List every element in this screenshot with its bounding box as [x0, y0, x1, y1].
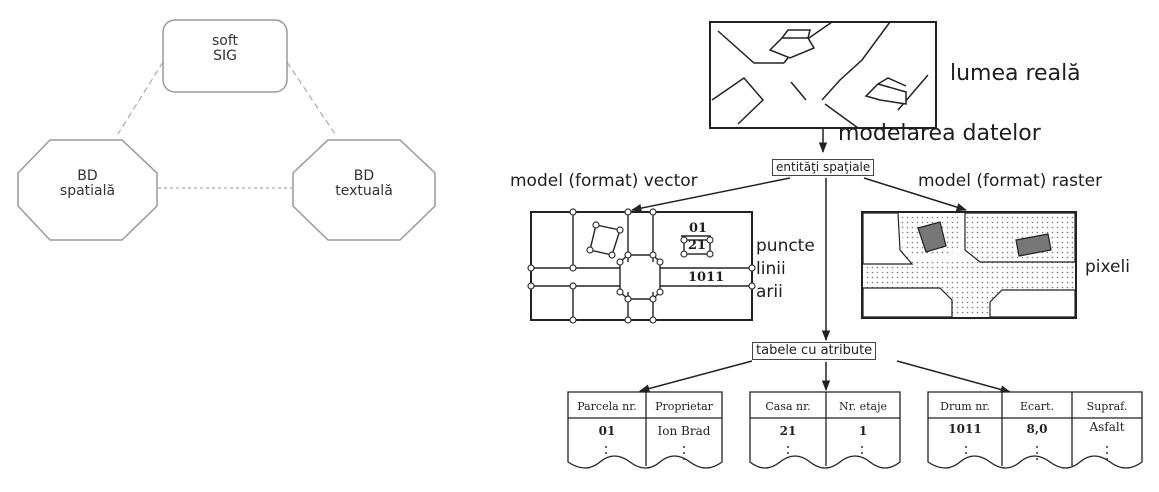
- attribute-tables-box: tabele cu atribute: [752, 342, 877, 361]
- table3-value-2: 8,0: [1026, 422, 1048, 436]
- table1-value-1: 01: [598, 424, 616, 438]
- dashed-link-top-left: [117, 61, 164, 135]
- table2-header-1: Casa nr.: [765, 400, 811, 413]
- table2-header-2: Nr. etaje: [838, 400, 888, 413]
- areas-label: arii: [756, 282, 783, 302]
- attribute-tables-graphics: [567, 391, 1143, 469]
- table3-header-3: Supraf.: [1086, 400, 1128, 413]
- bd-textual-label: BD textuală: [293, 168, 435, 200]
- vector-id-01: 01: [689, 221, 708, 236]
- bd-textual-node: [292, 139, 436, 241]
- soft-sig-node: [162, 19, 288, 93]
- vector-map: [530, 211, 753, 321]
- soft-sig-label: soft SIG: [163, 33, 287, 65]
- points-label: puncte: [756, 236, 815, 256]
- dashed-link-top-right: [286, 61, 336, 135]
- table1-value-2: Ion Brad: [657, 424, 711, 438]
- lines-label: linii: [756, 259, 786, 279]
- spatial-entities-box: entităţi spaţiale: [772, 159, 875, 177]
- table2-value-2: 1: [858, 424, 868, 438]
- real-world-map: [709, 21, 937, 129]
- vector-id-21: 21: [688, 238, 707, 253]
- bd-spatial-label: BD spatială: [18, 168, 157, 200]
- table2-value-1: 21: [779, 424, 797, 438]
- left-triangle-diagram: [17, 19, 436, 241]
- table-ellipsis-dots: [605, 446, 1108, 460]
- soft-sig-line1: soft: [211, 33, 239, 49]
- table3-header-1: Drum nr.: [940, 400, 990, 413]
- vector-nodes: [527, 208, 756, 324]
- data-modeling-label: modelarea datelor: [838, 121, 1041, 146]
- flow-arrows: [630, 128, 1012, 394]
- table3-value-1: 1011: [948, 422, 982, 436]
- vector-id-1011: 1011: [688, 270, 725, 285]
- table1-header-1: Parcela nr.: [577, 400, 637, 413]
- table3-value-3: Asfalt: [1089, 420, 1125, 434]
- bd-spatial-node: [17, 139, 158, 241]
- bd-textual-line2: textuală: [335, 183, 393, 200]
- vector-model-label: model (format) vector: [510, 171, 698, 191]
- real-world-label: lumea reală: [950, 61, 1081, 86]
- raster-model-label: model (format) raster: [918, 171, 1103, 191]
- bd-spatial-line1: BD: [77, 168, 98, 184]
- raster-map: [861, 211, 1077, 319]
- pixels-label: pixeli: [1085, 257, 1130, 277]
- soft-sig-line2: SIG: [213, 48, 237, 65]
- bd-spatial-line2: spatială: [59, 183, 116, 200]
- table1-header-2: Proprietar: [655, 400, 713, 413]
- bd-textual-line1: BD: [353, 168, 375, 184]
- table3-header-2: Ecart.: [1020, 400, 1054, 413]
